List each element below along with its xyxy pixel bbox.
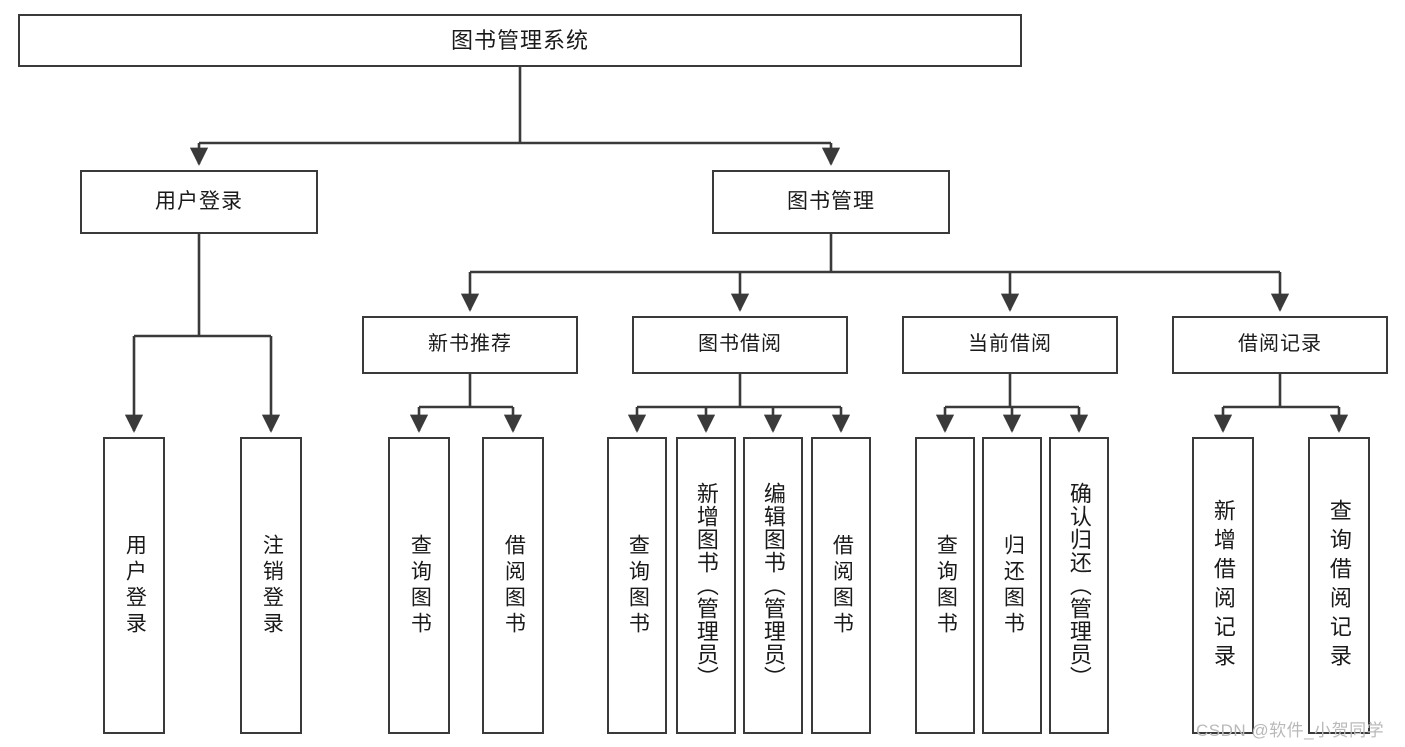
node-leaf-borrow-book-newbook[interactable]: 借阅图书 [482, 437, 544, 734]
node-leaf-label: 用户登录 [123, 533, 147, 638]
node-leaf-label: 借阅图书 [502, 533, 526, 638]
node-leaf-user-login[interactable]: 用户登录 [103, 437, 165, 734]
node-book-borrow[interactable]: 图书借阅 [632, 316, 848, 374]
node-leaf-label: 新增借阅记录 [1210, 498, 1236, 673]
node-leaf-label: 编辑图书（管理员） [760, 482, 786, 689]
node-leaf-label: 查询图书 [934, 533, 958, 638]
node-leaf-edit-book-admin[interactable]: 编辑图书（管理员） [743, 437, 803, 734]
node-root-book-management-system[interactable]: 图书管理系统 [18, 14, 1022, 67]
node-user-login-label: 用户登录 [155, 189, 243, 213]
node-book-management[interactable]: 图书管理 [712, 170, 950, 234]
node-leaf-query-borrow-record[interactable]: 查询借阅记录 [1308, 437, 1370, 734]
csdn-watermark: CSDN @软件_小贺同学 [1196, 721, 1385, 740]
node-leaf-label: 查询图书 [626, 533, 650, 638]
node-book-borrow-label: 图书借阅 [698, 333, 782, 356]
node-leaf-label: 注销登录 [260, 533, 284, 638]
node-leaf-label: 查询图书 [408, 533, 432, 638]
node-leaf-add-borrow-record[interactable]: 新增借阅记录 [1192, 437, 1254, 734]
node-book-management-label: 图书管理 [787, 189, 875, 213]
node-leaf-logout[interactable]: 注销登录 [240, 437, 302, 734]
node-leaf-label: 确认归还（管理员） [1066, 482, 1092, 689]
node-borrow-record-label: 借阅记录 [1238, 333, 1322, 356]
node-current-borrow[interactable]: 当前借阅 [902, 316, 1118, 374]
node-borrow-record[interactable]: 借阅记录 [1172, 316, 1388, 374]
node-leaf-confirm-return-admin[interactable]: 确认归还（管理员） [1049, 437, 1109, 734]
node-leaf-query-book-current[interactable]: 查询图书 [915, 437, 975, 734]
node-new-book-recommend-label: 新书推荐 [428, 333, 512, 356]
node-leaf-query-book-newbook[interactable]: 查询图书 [388, 437, 450, 734]
node-leaf-label: 新增图书（管理员） [693, 482, 719, 689]
node-root-label: 图书管理系统 [450, 27, 589, 53]
node-current-borrow-label: 当前借阅 [968, 333, 1052, 356]
node-leaf-label: 借阅图书 [830, 533, 854, 638]
node-leaf-add-book-admin[interactable]: 新增图书（管理员） [676, 437, 736, 734]
node-user-login[interactable]: 用户登录 [80, 170, 318, 234]
node-leaf-return-book[interactable]: 归还图书 [982, 437, 1042, 734]
node-new-book-recommend[interactable]: 新书推荐 [362, 316, 578, 374]
node-leaf-label: 归还图书 [1001, 533, 1025, 638]
node-leaf-borrow-book[interactable]: 借阅图书 [811, 437, 871, 734]
node-leaf-label: 查询借阅记录 [1326, 498, 1352, 673]
node-leaf-query-book-borrow[interactable]: 查询图书 [607, 437, 667, 734]
